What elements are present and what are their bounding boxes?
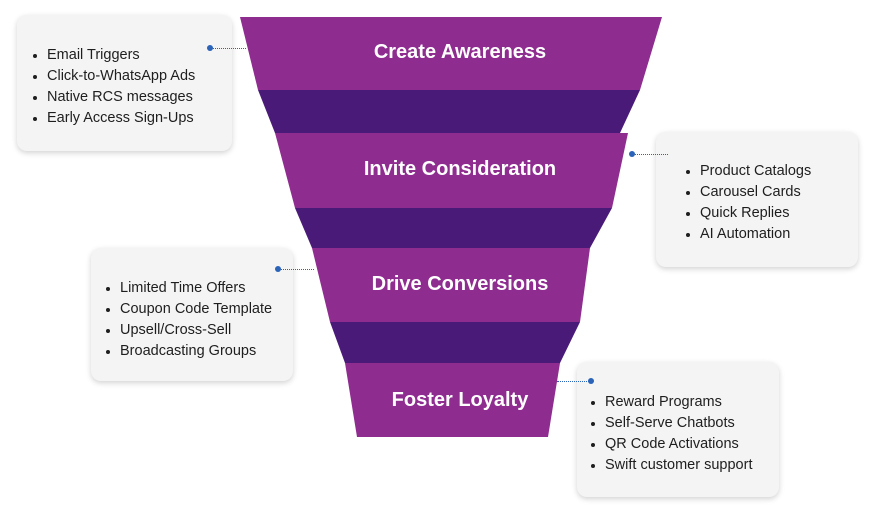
list-item: Product Catalogs xyxy=(684,161,858,182)
list-item: Upsell/Cross-Sell xyxy=(104,320,293,341)
funnel-ribbon-1 xyxy=(258,90,640,133)
funnel-stage-4 xyxy=(345,363,560,437)
list-item: Reward Programs xyxy=(589,392,779,413)
connector-create-awareness xyxy=(207,45,246,51)
list-item: Carousel Cards xyxy=(684,182,858,203)
list-item: Email Triggers xyxy=(31,45,232,66)
funnel-stage-3 xyxy=(312,248,590,322)
connector-foster-loyalty xyxy=(557,378,594,384)
list-item: Quick Replies xyxy=(684,203,858,224)
list-item: Early Access Sign-Ups xyxy=(31,108,232,129)
list-item: QR Code Activations xyxy=(589,434,779,455)
card-drive-conversions: Limited Time Offers Coupon Code Template… xyxy=(91,248,293,381)
card-invite-consideration: Product Catalogs Carousel Cards Quick Re… xyxy=(656,132,858,267)
list-item: Limited Time Offers xyxy=(104,278,293,299)
list-item: AI Automation xyxy=(684,224,858,245)
list-item: Self-Serve Chatbots xyxy=(589,413,779,434)
stage-label-invite-consideration: Invite Consideration xyxy=(363,158,557,180)
stage-label-foster-loyalty: Foster Loyalty xyxy=(391,389,529,411)
stage-label-create-awareness: Create Awareness xyxy=(373,41,547,63)
list-item: Broadcasting Groups xyxy=(104,341,293,362)
tactic-list: Email Triggers Click-to-WhatsApp Ads Nat… xyxy=(31,45,232,129)
card-create-awareness: Email Triggers Click-to-WhatsApp Ads Nat… xyxy=(17,15,232,151)
funnel-ribbon-2 xyxy=(295,208,612,248)
list-item: Click-to-WhatsApp Ads xyxy=(31,66,232,87)
connector-dot xyxy=(207,45,213,51)
connector-invite-consideration xyxy=(629,151,668,157)
connector-dot xyxy=(275,266,281,272)
card-foster-loyalty: Reward Programs Self-Serve Chatbots QR C… xyxy=(577,362,779,497)
connector-drive-conversions xyxy=(275,266,314,272)
list-item: Native RCS messages xyxy=(31,87,232,108)
tactic-list: Product Catalogs Carousel Cards Quick Re… xyxy=(684,161,858,245)
tactic-list: Limited Time Offers Coupon Code Template… xyxy=(104,278,293,362)
connector-dot xyxy=(629,151,635,157)
stage-label-drive-conversions: Drive Conversions xyxy=(371,273,549,295)
funnel-stage-2 xyxy=(275,133,628,208)
list-item: Coupon Code Template xyxy=(104,299,293,320)
list-item: Swift customer support xyxy=(589,455,779,476)
funnel-stage-1 xyxy=(240,17,662,90)
funnel-ribbon-3 xyxy=(330,322,580,363)
connector-dot xyxy=(588,378,594,384)
tactic-list: Reward Programs Self-Serve Chatbots QR C… xyxy=(589,392,779,476)
